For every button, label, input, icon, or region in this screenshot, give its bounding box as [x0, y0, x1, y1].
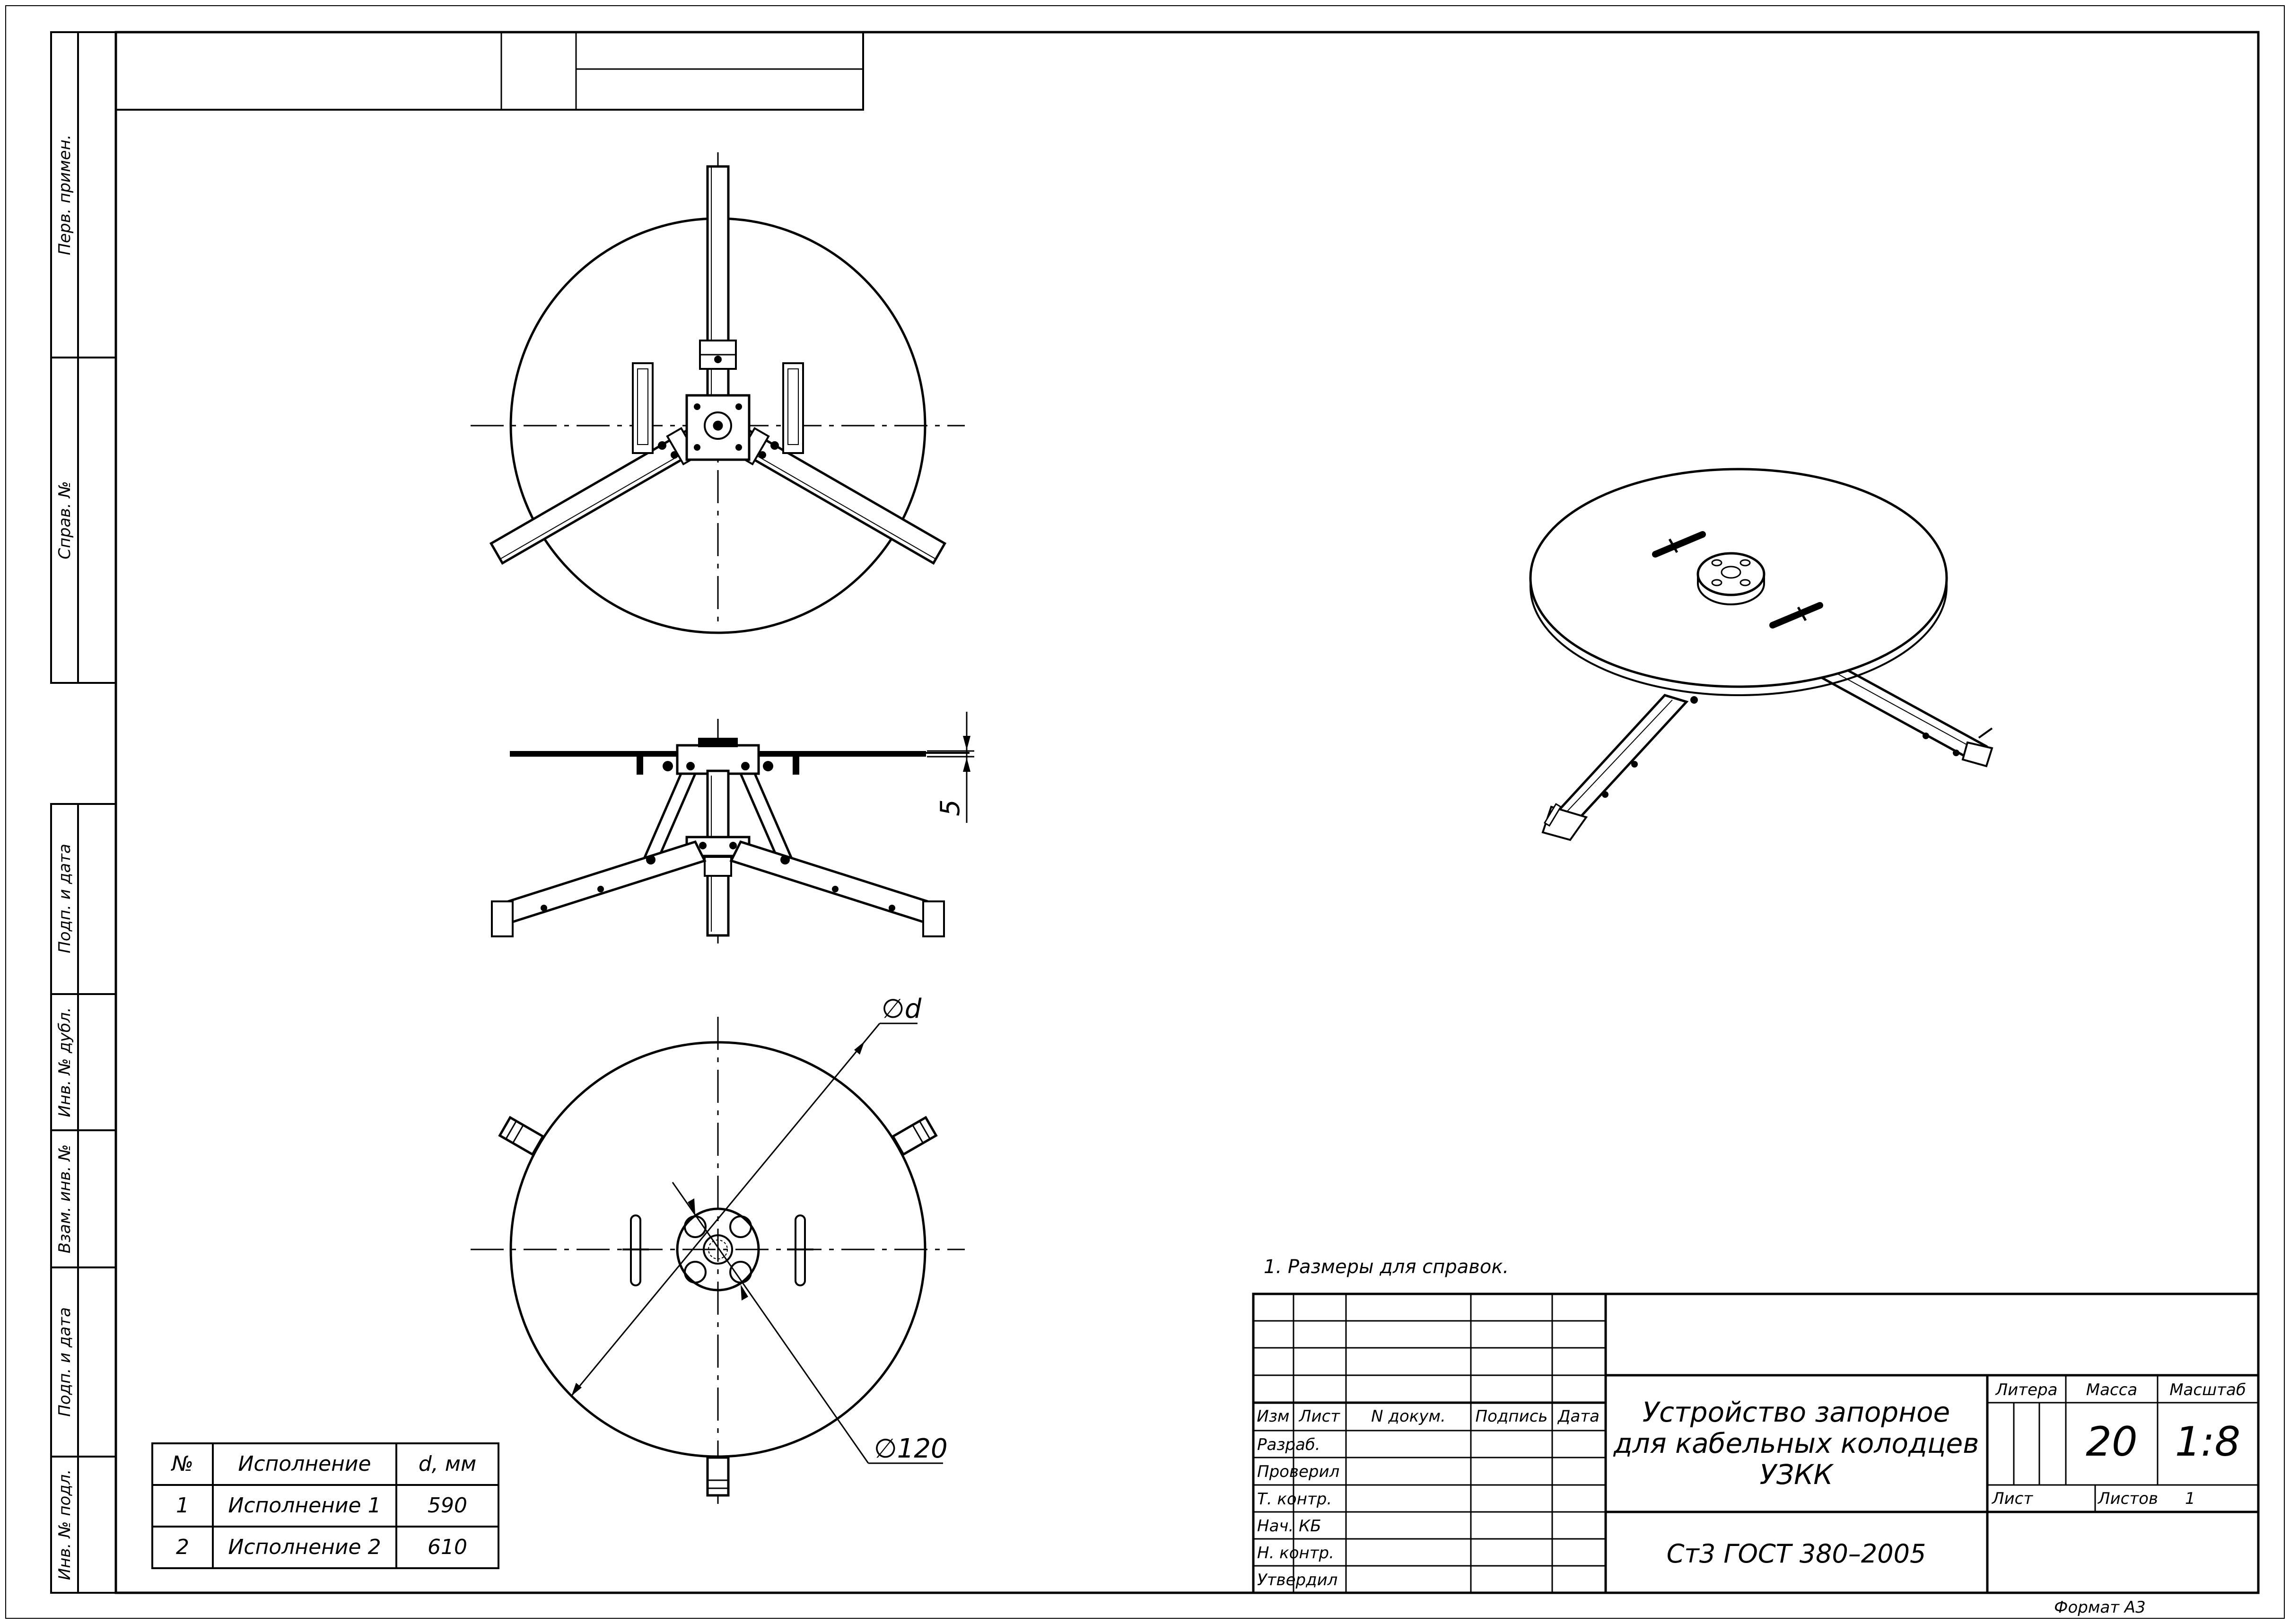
tb-col-doc-no: N докум.: [1371, 1407, 1446, 1426]
variants-table: № Исполнение d, мм 1 Исполнение 1 590 2 …: [151, 1442, 499, 1569]
variants-header-no: №: [170, 1452, 193, 1476]
tb-title-line-2: для кабельных колодцев: [1613, 1427, 1979, 1459]
tb-role-developer: Разраб.: [1257, 1435, 1320, 1454]
tb-role-checker: Проверил: [1257, 1462, 1339, 1481]
bottom-view: [471, 1017, 965, 1504]
side-label-inv-replace: Взам. инв. №: [55, 1144, 74, 1254]
tb-litera-label: Литера: [1995, 1380, 2058, 1399]
side-strip: Перв. примен. Справ. № Подп. и дата Инв.…: [50, 31, 117, 1594]
tb-col-date: Дата: [1557, 1407, 1600, 1426]
tb-scale-value: 1:8: [2175, 1418, 2240, 1466]
diameter-d-label: ∅d: [882, 994, 922, 1024]
diameter-120-leader: [672, 1182, 943, 1464]
tb-material: Ст3 ГОСТ 380–2005: [1667, 1539, 1926, 1569]
variants-row-2-d: 610: [428, 1535, 467, 1559]
variants-row-1-d: 590: [428, 1493, 467, 1518]
title-block: Изм Лист N докум. Подпись Дата Разраб. П…: [1252, 1292, 2260, 1594]
tb-scale-label: Масштаб: [2169, 1380, 2246, 1399]
tb-role-tech-control: Т. контр.: [1257, 1490, 1332, 1509]
tb-role-head: Нач. КБ: [1257, 1517, 1321, 1536]
variants-row-2-no: 2: [176, 1535, 189, 1559]
diameter-d-leader: [570, 1022, 918, 1397]
variants-header-d: d, мм: [419, 1452, 476, 1476]
variants-row-1-variant: Исполнение 1: [228, 1493, 381, 1518]
variants-row-1-no: 1: [176, 1493, 189, 1518]
tb-sheet-label: Лист: [1991, 1489, 2033, 1508]
side-label-first-use: Перв. примен.: [55, 134, 74, 255]
diameter-120-label: ∅120: [874, 1433, 948, 1464]
tb-role-norm-control: Н. контр.: [1257, 1544, 1334, 1563]
side-label-sign-date-1: Подп. и дата: [55, 844, 74, 953]
format-label: Формат А3: [2054, 1598, 2146, 1617]
thickness-dimension-label: 5: [935, 799, 966, 816]
tb-sheets-value: 1: [2185, 1489, 2195, 1508]
side-label-sign-date-2: Подп. и дата: [55, 1307, 74, 1417]
isometric-view: [1529, 468, 1993, 841]
variants-row-2-variant: Исполнение 2: [228, 1535, 381, 1559]
side-label-dup-inv-no: Инв. № дубл.: [55, 1007, 74, 1118]
tb-title-line-3: УЗКК: [1760, 1458, 1835, 1491]
front-view: [491, 712, 974, 943]
tb-col-signature: Подпись: [1476, 1407, 1548, 1426]
tb-role-approver: Утвердил: [1257, 1571, 1337, 1589]
side-label-orig-inv-no: Инв. № подл.: [55, 1469, 74, 1580]
tb-title-line-1: Устройство запорное: [1643, 1396, 1950, 1428]
drawing-note: 1. Размеры для справок.: [1264, 1256, 1509, 1278]
top-view: [471, 152, 965, 634]
variants-header-variant: Исполнение: [238, 1452, 371, 1476]
tb-mass-value: 20: [2086, 1418, 2137, 1466]
tb-col-change: Изм: [1257, 1407, 1289, 1426]
tb-mass-label: Масса: [2086, 1380, 2137, 1399]
thickness-dimension: [927, 712, 974, 823]
side-label-reference-no: Справ. №: [55, 481, 74, 559]
tb-col-sheet: Лист: [1298, 1407, 1340, 1426]
tb-sheets-label: Листов: [2097, 1489, 2158, 1508]
